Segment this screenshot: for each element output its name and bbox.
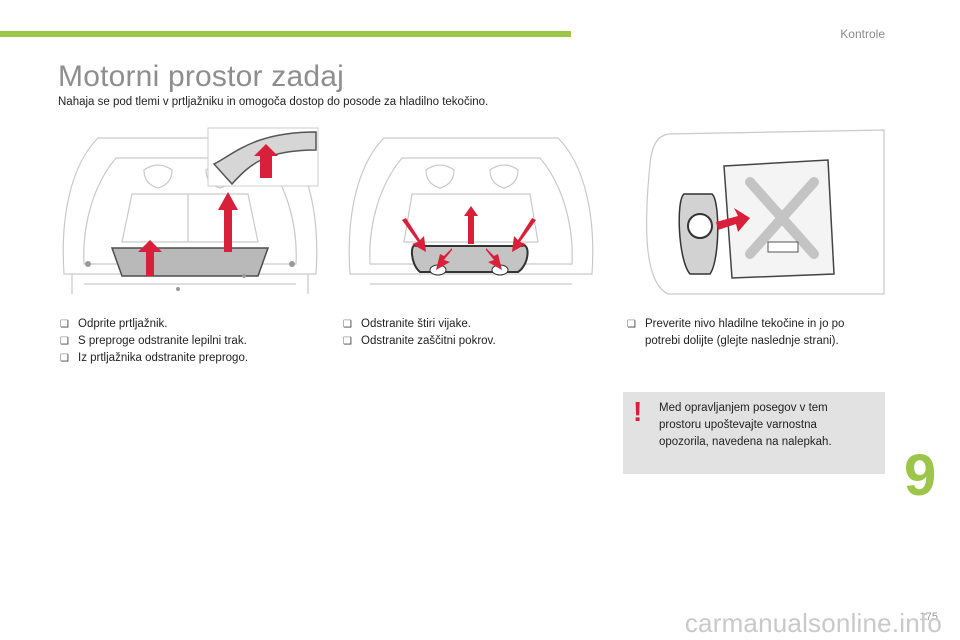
checkbox-bullet-icon: ❑ — [627, 319, 636, 330]
protective-cover-illustration — [348, 137, 594, 285]
page-title: Motorni prostor zadaj — [58, 60, 344, 93]
checkbox-bullet-icon: ❑ — [343, 336, 352, 347]
top-accent-bar — [0, 31, 571, 37]
step-text: Odstranite zaščitni pokrov. — [361, 335, 496, 347]
checkbox-bullet-icon: ❑ — [343, 319, 352, 330]
warning-box: ! Med opravljanjem posegov v tem prostor… — [623, 392, 885, 474]
warning-icon: ! — [633, 396, 643, 427]
warning-text: Med opravljanjem posegov v tem prostoru … — [659, 402, 832, 448]
list-item: ❑ Odstranite štiri vijake. — [341, 316, 601, 333]
list-item: ❑ Preverite nivo hladilne tekočine in jo … — [625, 316, 875, 350]
step-text: Iz prtljažnika odstranite preprogo. — [78, 352, 249, 364]
chapter-number: 9 — [904, 443, 937, 508]
list-item: ❑ Iz prtljažnika odstranite preprogo. — [58, 350, 318, 367]
list-item: ❑ Odstranite zaščitni pokrov. — [341, 333, 601, 350]
steps-list-2: ❑ Odstranite štiri vijake. ❑ Odstranite za… — [341, 316, 601, 350]
trunk-carpet-illustration — [62, 127, 319, 294]
step-text: Preverite nivo hladilne tekočine in jo p… — [645, 318, 845, 347]
list-item: ❑ Odprite prtljažnik. — [58, 316, 318, 333]
page-number: 175 — [919, 611, 938, 623]
checkbox-bullet-icon: ❑ — [60, 319, 69, 330]
watermark: carmanualsonline.info — [684, 608, 942, 638]
checkbox-bullet-icon: ❑ — [60, 336, 69, 347]
intro-text: Nahaja se pod tlemi v prtljažniku in omo… — [58, 96, 489, 108]
coolant-reservoir-illustration — [646, 129, 885, 295]
steps-list-3: ❑ Preverite nivo hladilne tekočine in jo … — [625, 316, 875, 350]
checkbox-bullet-icon: ❑ — [60, 353, 69, 364]
list-item: ❑ S preproge odstranite lepilni trak. — [58, 333, 318, 350]
step-text: Odprite prtljažnik. — [78, 318, 168, 330]
step-text: Odstranite štiri vijake. — [361, 318, 471, 330]
steps-list-1: ❑ Odprite prtljažnik. ❑ S preproge odstran… — [58, 316, 318, 367]
step-text: S preproge odstranite lepilni trak. — [78, 335, 247, 347]
section-title: Kontrole — [840, 27, 885, 41]
